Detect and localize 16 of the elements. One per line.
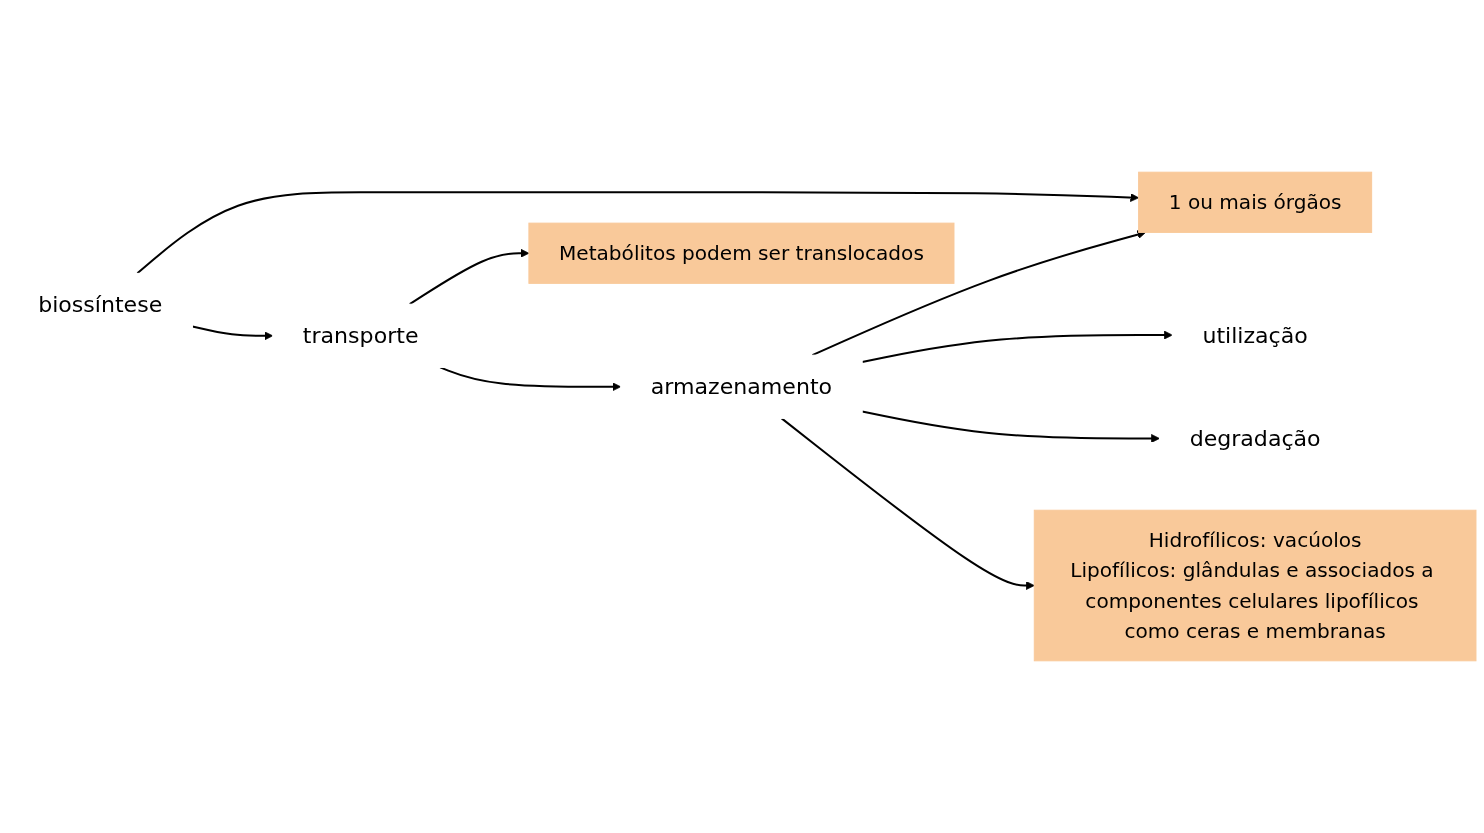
node-box: 1 ou mais órgãos bbox=[1138, 171, 1373, 233]
node-text: degradação bbox=[1189, 425, 1321, 452]
arrow bbox=[861, 330, 1173, 364]
node-box: Hidrofílicos: vacúolos Lipofílicos: glândulas e associados a componentes celulares lipofílicos como ceras e membranas bbox=[1033, 509, 1477, 662]
arrow bbox=[136, 191, 1139, 275]
node-text: transporte bbox=[302, 323, 419, 349]
node-text: utilização bbox=[1202, 322, 1308, 348]
arrow bbox=[861, 410, 1160, 443]
arrow bbox=[781, 417, 1035, 590]
arrow bbox=[192, 325, 274, 341]
node-text: biossíntese bbox=[38, 292, 163, 318]
arrow bbox=[439, 366, 622, 392]
node-box: Metabólitos podem ser translocados bbox=[528, 222, 955, 284]
arrow bbox=[811, 230, 1146, 357]
node-text: armazenamento bbox=[650, 374, 833, 400]
arrow bbox=[409, 248, 530, 306]
